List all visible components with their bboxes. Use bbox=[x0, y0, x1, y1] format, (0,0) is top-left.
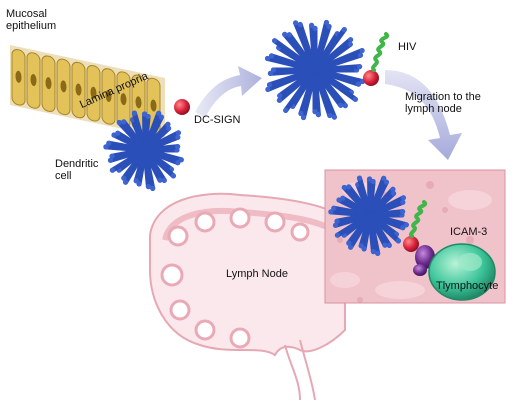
dendrite-tip bbox=[272, 38, 277, 43]
dendrite-tip bbox=[348, 37, 353, 42]
dendrite-tip bbox=[342, 27, 347, 32]
dendrite-tip bbox=[346, 184, 351, 189]
dendrite-tip bbox=[175, 144, 180, 149]
dendrite-tip bbox=[277, 93, 282, 98]
dendrite-tip bbox=[117, 120, 122, 125]
dendrite-tip bbox=[267, 82, 272, 87]
dendrite-tip bbox=[106, 141, 111, 146]
dendrite-tip bbox=[277, 98, 282, 103]
dendrite-tip bbox=[401, 195, 406, 200]
migration-arrow-1 bbox=[195, 66, 262, 118]
dendrite-tip bbox=[335, 233, 340, 238]
label-dendritic-cell: Dendritic cell bbox=[55, 158, 105, 182]
dendrite-tip bbox=[357, 64, 362, 69]
migration-arrow-2 bbox=[385, 70, 462, 160]
dendrite-tip bbox=[342, 185, 347, 190]
dendrite-tip bbox=[146, 114, 151, 119]
dendrite-tip bbox=[146, 184, 151, 189]
dendrite-tip bbox=[384, 180, 389, 185]
dendrite-tip bbox=[332, 115, 337, 120]
label-mucosal-epithelium: Mucosal epithelium bbox=[6, 8, 86, 32]
dendrite-tip bbox=[346, 241, 351, 246]
dendrite-tip bbox=[269, 53, 274, 58]
dendrite-tip bbox=[175, 135, 180, 140]
dendrite-tip bbox=[176, 130, 181, 135]
dendrite-tip bbox=[171, 173, 176, 178]
dendrite-tip bbox=[391, 191, 396, 196]
dendrite-tip bbox=[358, 53, 363, 58]
dendrite-tip bbox=[356, 82, 361, 87]
dendrite-tip bbox=[115, 131, 120, 136]
dendrite-tip bbox=[327, 113, 332, 118]
label-migration: Migration to the lymph node bbox=[405, 91, 510, 115]
dc-sign-receptor-2 bbox=[363, 70, 379, 86]
dendrite-tip bbox=[371, 179, 376, 184]
dendrite-tip bbox=[357, 176, 362, 181]
dendrite-tip bbox=[340, 196, 345, 201]
dendrite-tip bbox=[298, 22, 303, 27]
dendrite-tip bbox=[121, 119, 126, 124]
dendrite-tip bbox=[334, 219, 339, 224]
dendrite-tip bbox=[400, 200, 405, 205]
dendrite-tip bbox=[312, 109, 317, 114]
dendrite-tip bbox=[283, 108, 288, 113]
dendrite-tip bbox=[175, 160, 180, 165]
dendrite-tip bbox=[298, 111, 303, 116]
dendrite-tip bbox=[110, 168, 115, 173]
dendrite-tip bbox=[327, 24, 332, 29]
label-dc-sign: DC-SIGN bbox=[194, 114, 240, 126]
label-hiv: HIV bbox=[398, 41, 416, 53]
dendrite-tip bbox=[132, 111, 137, 116]
dendrite-tip bbox=[293, 20, 298, 25]
lymph-node-illustration bbox=[150, 194, 345, 400]
dendrite-tip bbox=[271, 67, 276, 72]
dendrite-tip bbox=[359, 243, 364, 248]
dendrite-tip bbox=[282, 32, 287, 37]
dendrite-spike bbox=[370, 212, 403, 215]
dendrite-tip bbox=[382, 243, 387, 248]
hiv-virion-1 bbox=[373, 34, 387, 70]
dc-sign-receptor-1 bbox=[174, 99, 190, 115]
epithelium-illustration bbox=[10, 45, 165, 138]
dendrite-tip bbox=[400, 209, 405, 214]
dendrite-tip bbox=[343, 103, 348, 108]
dendrite-tip bbox=[121, 176, 126, 181]
dendrite-tip bbox=[338, 103, 343, 108]
dendrite-tip bbox=[396, 238, 401, 243]
dendrite-spike bbox=[315, 67, 360, 70]
dendrite-tip bbox=[400, 225, 405, 230]
dendrite-tip bbox=[134, 178, 139, 183]
label-icam3: ICAM-3 bbox=[450, 226, 487, 238]
dendrite-spike bbox=[145, 147, 178, 150]
dendrite-tip bbox=[109, 154, 114, 159]
dendrite-tip bbox=[331, 206, 336, 211]
dendrite-tip bbox=[287, 32, 292, 37]
dendrite-tip bbox=[371, 249, 376, 254]
dendrite-tip bbox=[166, 126, 171, 131]
dendrite-tip bbox=[348, 42, 353, 47]
dendritic-cell-2 bbox=[265, 20, 365, 120]
dendrite-tip bbox=[353, 97, 358, 102]
dendrite-tip bbox=[157, 178, 162, 183]
label-lymph-node: Lymph Node bbox=[226, 268, 288, 280]
dendrite-tip bbox=[265, 87, 270, 92]
dendrite-tip bbox=[312, 26, 317, 31]
dendrite-tip bbox=[360, 48, 365, 53]
dendrite-tip bbox=[159, 115, 164, 120]
label-t-lymphocyte: Tlymphocyte bbox=[436, 280, 498, 292]
dc-sign-receptor-3 bbox=[403, 236, 419, 252]
